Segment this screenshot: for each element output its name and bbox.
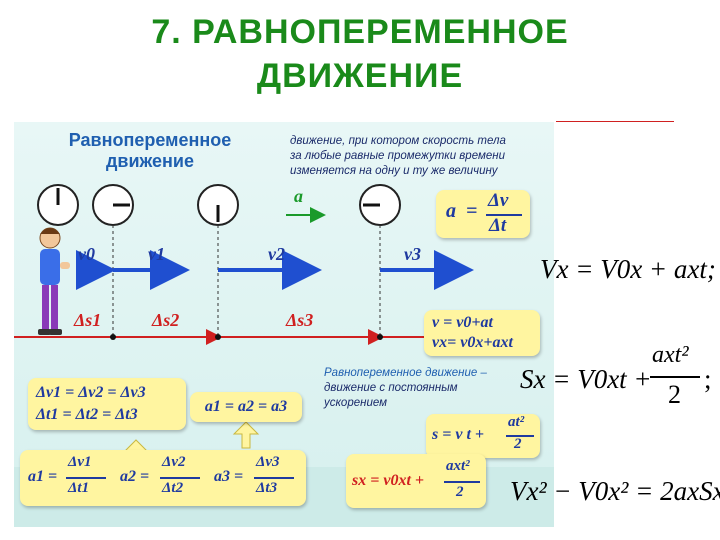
box-s-vector-den: 2 xyxy=(514,436,522,452)
second-definition: Равнопеременное движение – движение с по… xyxy=(324,366,552,411)
formula-displacement-bar xyxy=(650,376,700,378)
ds2-label: Δs2 xyxy=(152,310,180,330)
clock-icon xyxy=(197,184,239,226)
up-connector-2 xyxy=(232,421,260,449)
panel-title: Равнопеременное движение xyxy=(40,130,260,172)
kinematics-formulas: Vx = V0x + axt; Sx = V0xt + axt² 2 ; Vx²… xyxy=(500,240,720,540)
definition-line3: изменяется на одну и ту же величину xyxy=(290,165,498,177)
formula-displacement-end: ; xyxy=(704,364,712,394)
box-s-proj-num: axt² xyxy=(446,458,470,474)
def2-line3: ускорением xyxy=(324,397,387,409)
box-a2-lhs: a2 = xyxy=(120,468,150,485)
slide-title: 7. РАВНОПЕРЕМЕННОЕ ДВИЖЕНИЕ xyxy=(0,10,720,98)
v3-label: v3 xyxy=(404,244,421,264)
slide-title-line2: ДВИЖЕНИЕ xyxy=(256,57,464,95)
panel-definition: движение, при котором скорость тела за л… xyxy=(290,134,552,179)
ds3-label: Δs3 xyxy=(286,310,314,330)
formula-displacement-den: 2 xyxy=(668,380,681,409)
motion-diagram xyxy=(14,184,474,465)
formula-box-s-proj: sx = v0xt + axt² 2 xyxy=(346,454,486,508)
box-a1-lhs: a1 = xyxy=(28,468,58,485)
box-velocity-line2: vx= v0x+axt xyxy=(432,334,513,351)
definition-line1: движение, при котором скорость тела xyxy=(290,135,506,147)
v2-label: v2 xyxy=(268,244,285,264)
clock-icon xyxy=(92,184,134,226)
ds1-label: Δs1 xyxy=(74,310,102,330)
formula-velocity: Vx = V0x + axt; xyxy=(540,254,716,284)
box-a3-den: Δt3 xyxy=(256,480,278,496)
formula-box-s-vector: s = v t + at² 2 xyxy=(426,414,540,458)
box-accel-lhs: a xyxy=(446,200,456,222)
box-accel-eq: = xyxy=(466,200,478,222)
formula-timeless: Vx² − V0x² = 2axSx . xyxy=(510,476,720,506)
box-accel-num: Δv xyxy=(488,190,509,211)
box-a2-num: Δv2 xyxy=(162,454,186,470)
clock-icon xyxy=(37,184,79,226)
formula-box-equal-intervals: Δv1 = Δv2 = Δv3 Δt1 = Δt2 = Δt3 xyxy=(28,378,186,430)
clock-icon xyxy=(359,184,401,226)
def2-line2: движение с постоянным xyxy=(324,382,458,394)
formula-box-accel-list: a1 = Δv1 Δt1 a2 = Δv2 Δt2 a3 = Δv3 Δt3 xyxy=(20,450,306,506)
formula-displacement-lhs: Sx = V0xt + xyxy=(520,364,652,394)
box-a1-den: Δt1 xyxy=(68,480,90,496)
box-s-vector-num: at² xyxy=(508,414,525,430)
box-s-proj-lhs: sx = v0xt + xyxy=(352,472,425,489)
slide-title-line1: 7. РАВНОПЕРЕМЕННОЕ xyxy=(151,13,569,51)
box-a1-num: Δv1 xyxy=(68,454,92,470)
panel-title-line1: Равнопеременное xyxy=(68,130,232,150)
box-s-vector-lhs: s = v t + xyxy=(432,426,485,443)
v1-label: v1 xyxy=(148,244,165,264)
box-a3-lhs: a3 = xyxy=(214,468,244,485)
box-equal-dv: Δv1 = Δv2 = Δv3 xyxy=(36,384,146,401)
box-velocity-line1: v = v0+at xyxy=(432,314,493,331)
person-figure xyxy=(38,227,70,335)
formula-box-velocity: v = v0+at vx= v0x+axt xyxy=(424,310,540,356)
box-equal-dt: Δt1 = Δt2 = Δt3 xyxy=(36,406,138,423)
panel-title-line2: движение xyxy=(105,151,195,171)
v0-label: v0 xyxy=(78,244,95,264)
def2-line1: Равнопеременное движение – xyxy=(324,367,487,379)
formula-box-equal-accel: a1 = a2 = a3 xyxy=(190,392,302,422)
box-s-proj-den: 2 xyxy=(456,484,464,500)
box-a3-num: Δv3 xyxy=(256,454,280,470)
box-a2-den: Δt2 xyxy=(162,480,184,496)
accel-label: a xyxy=(294,186,303,206)
formula-displacement-num: axt² xyxy=(652,342,689,368)
formula-box-accel: a = Δv Δt xyxy=(436,190,530,238)
illustration-panel: Равнопеременное движение движение, при к… xyxy=(14,122,554,527)
title-underline xyxy=(556,121,674,122)
definition-line2: за любые равные промежутки времени xyxy=(290,150,505,162)
box-accel-den: Δt xyxy=(489,215,507,236)
